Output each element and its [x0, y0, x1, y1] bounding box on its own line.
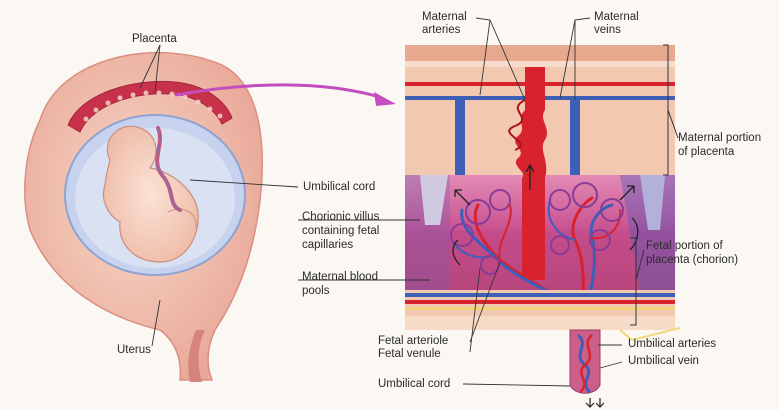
cervix — [188, 330, 205, 382]
label-umbilical-cord-bottom: Umbilical cord — [378, 378, 451, 390]
label-fetal-portion-line1: Fetal portion of — [646, 240, 723, 252]
label-umbilical-vein: Umbilical vein — [628, 355, 699, 367]
flow-arrows — [452, 164, 639, 266]
label-fetal-arteriole: Fetal arteriole — [378, 335, 449, 347]
label-maternal-portion-line1: Maternal portion — [678, 132, 762, 144]
label-maternal-blood-pools-line1: Maternal blood — [302, 271, 379, 283]
maternal-vein-right — [570, 100, 580, 175]
label-fetal-portion-line2: placenta (chorion) — [646, 254, 739, 266]
uterus-illustration — [24, 51, 396, 382]
maternal-vein-left — [455, 100, 465, 175]
label-maternal-veins-line2: veins — [594, 24, 621, 36]
placenta-detail — [405, 44, 681, 408]
label-maternal-arteries-line2: arteries — [422, 24, 461, 36]
label-uterus: Uterus — [117, 344, 151, 356]
fetus — [102, 125, 199, 263]
label-chorionic-villus-line1: Chorionic villus — [302, 211, 380, 223]
label-maternal-portion-line2: of placenta — [678, 146, 735, 158]
label-maternal-arteries-line1: Maternal — [422, 11, 467, 23]
brackets — [630, 44, 679, 326]
label-maternal-veins-line1: Maternal — [594, 11, 639, 23]
umbilical-cord-detail — [569, 329, 601, 394]
placenta-villi-pattern — [83, 90, 223, 122]
label-maternal-blood-pools-line2: pools — [302, 285, 330, 297]
label-umbilical-cord-left: Umbilical cord — [303, 181, 376, 193]
leader-lines — [139, 17, 623, 387]
label-umbilical-arteries: Umbilical arteries — [628, 338, 717, 350]
label-placenta: Placenta — [132, 33, 177, 45]
arrow-to-detail — [174, 83, 381, 99]
placenta-disc — [67, 80, 233, 133]
label-chorionic-villus-line3: capillaries — [302, 239, 354, 251]
label-chorionic-villus-line2: containing fetal — [302, 225, 380, 237]
label-fetal-venule: Fetal venule — [378, 348, 441, 360]
